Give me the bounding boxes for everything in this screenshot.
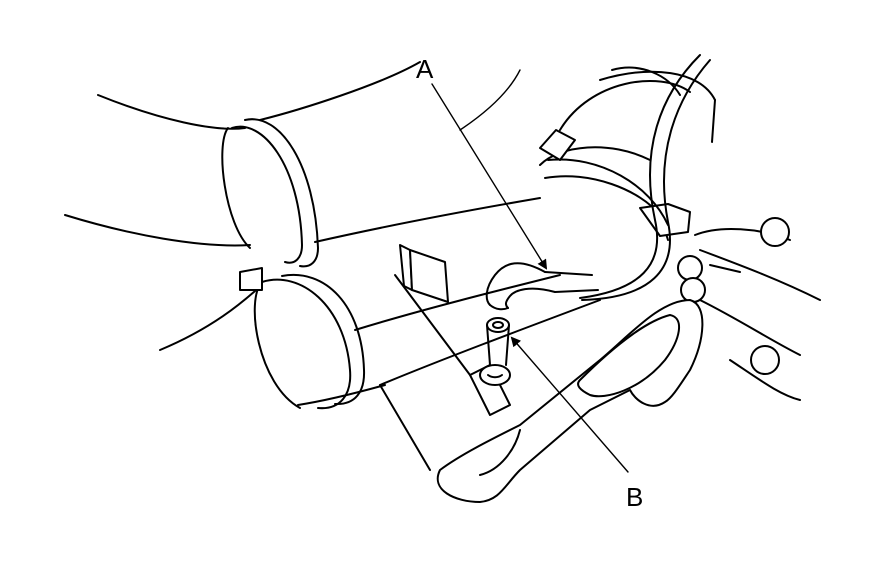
fitting-b [479, 317, 511, 386]
upper-hose [64, 61, 541, 247]
callout-b: B [626, 482, 643, 512]
mounting-bracket [436, 299, 704, 503]
small-hose-a [485, 262, 599, 311]
upper-hose-clamp [221, 118, 319, 268]
right-rail [677, 217, 821, 401]
callout-a: A [416, 54, 434, 84]
right-hose-connection [539, 66, 716, 241]
leader-line-a [431, 83, 548, 270]
thin-tube [579, 54, 711, 301]
lower-hose-clamp [239, 267, 366, 410]
base-block [379, 244, 511, 471]
leader-line-b [510, 336, 629, 473]
